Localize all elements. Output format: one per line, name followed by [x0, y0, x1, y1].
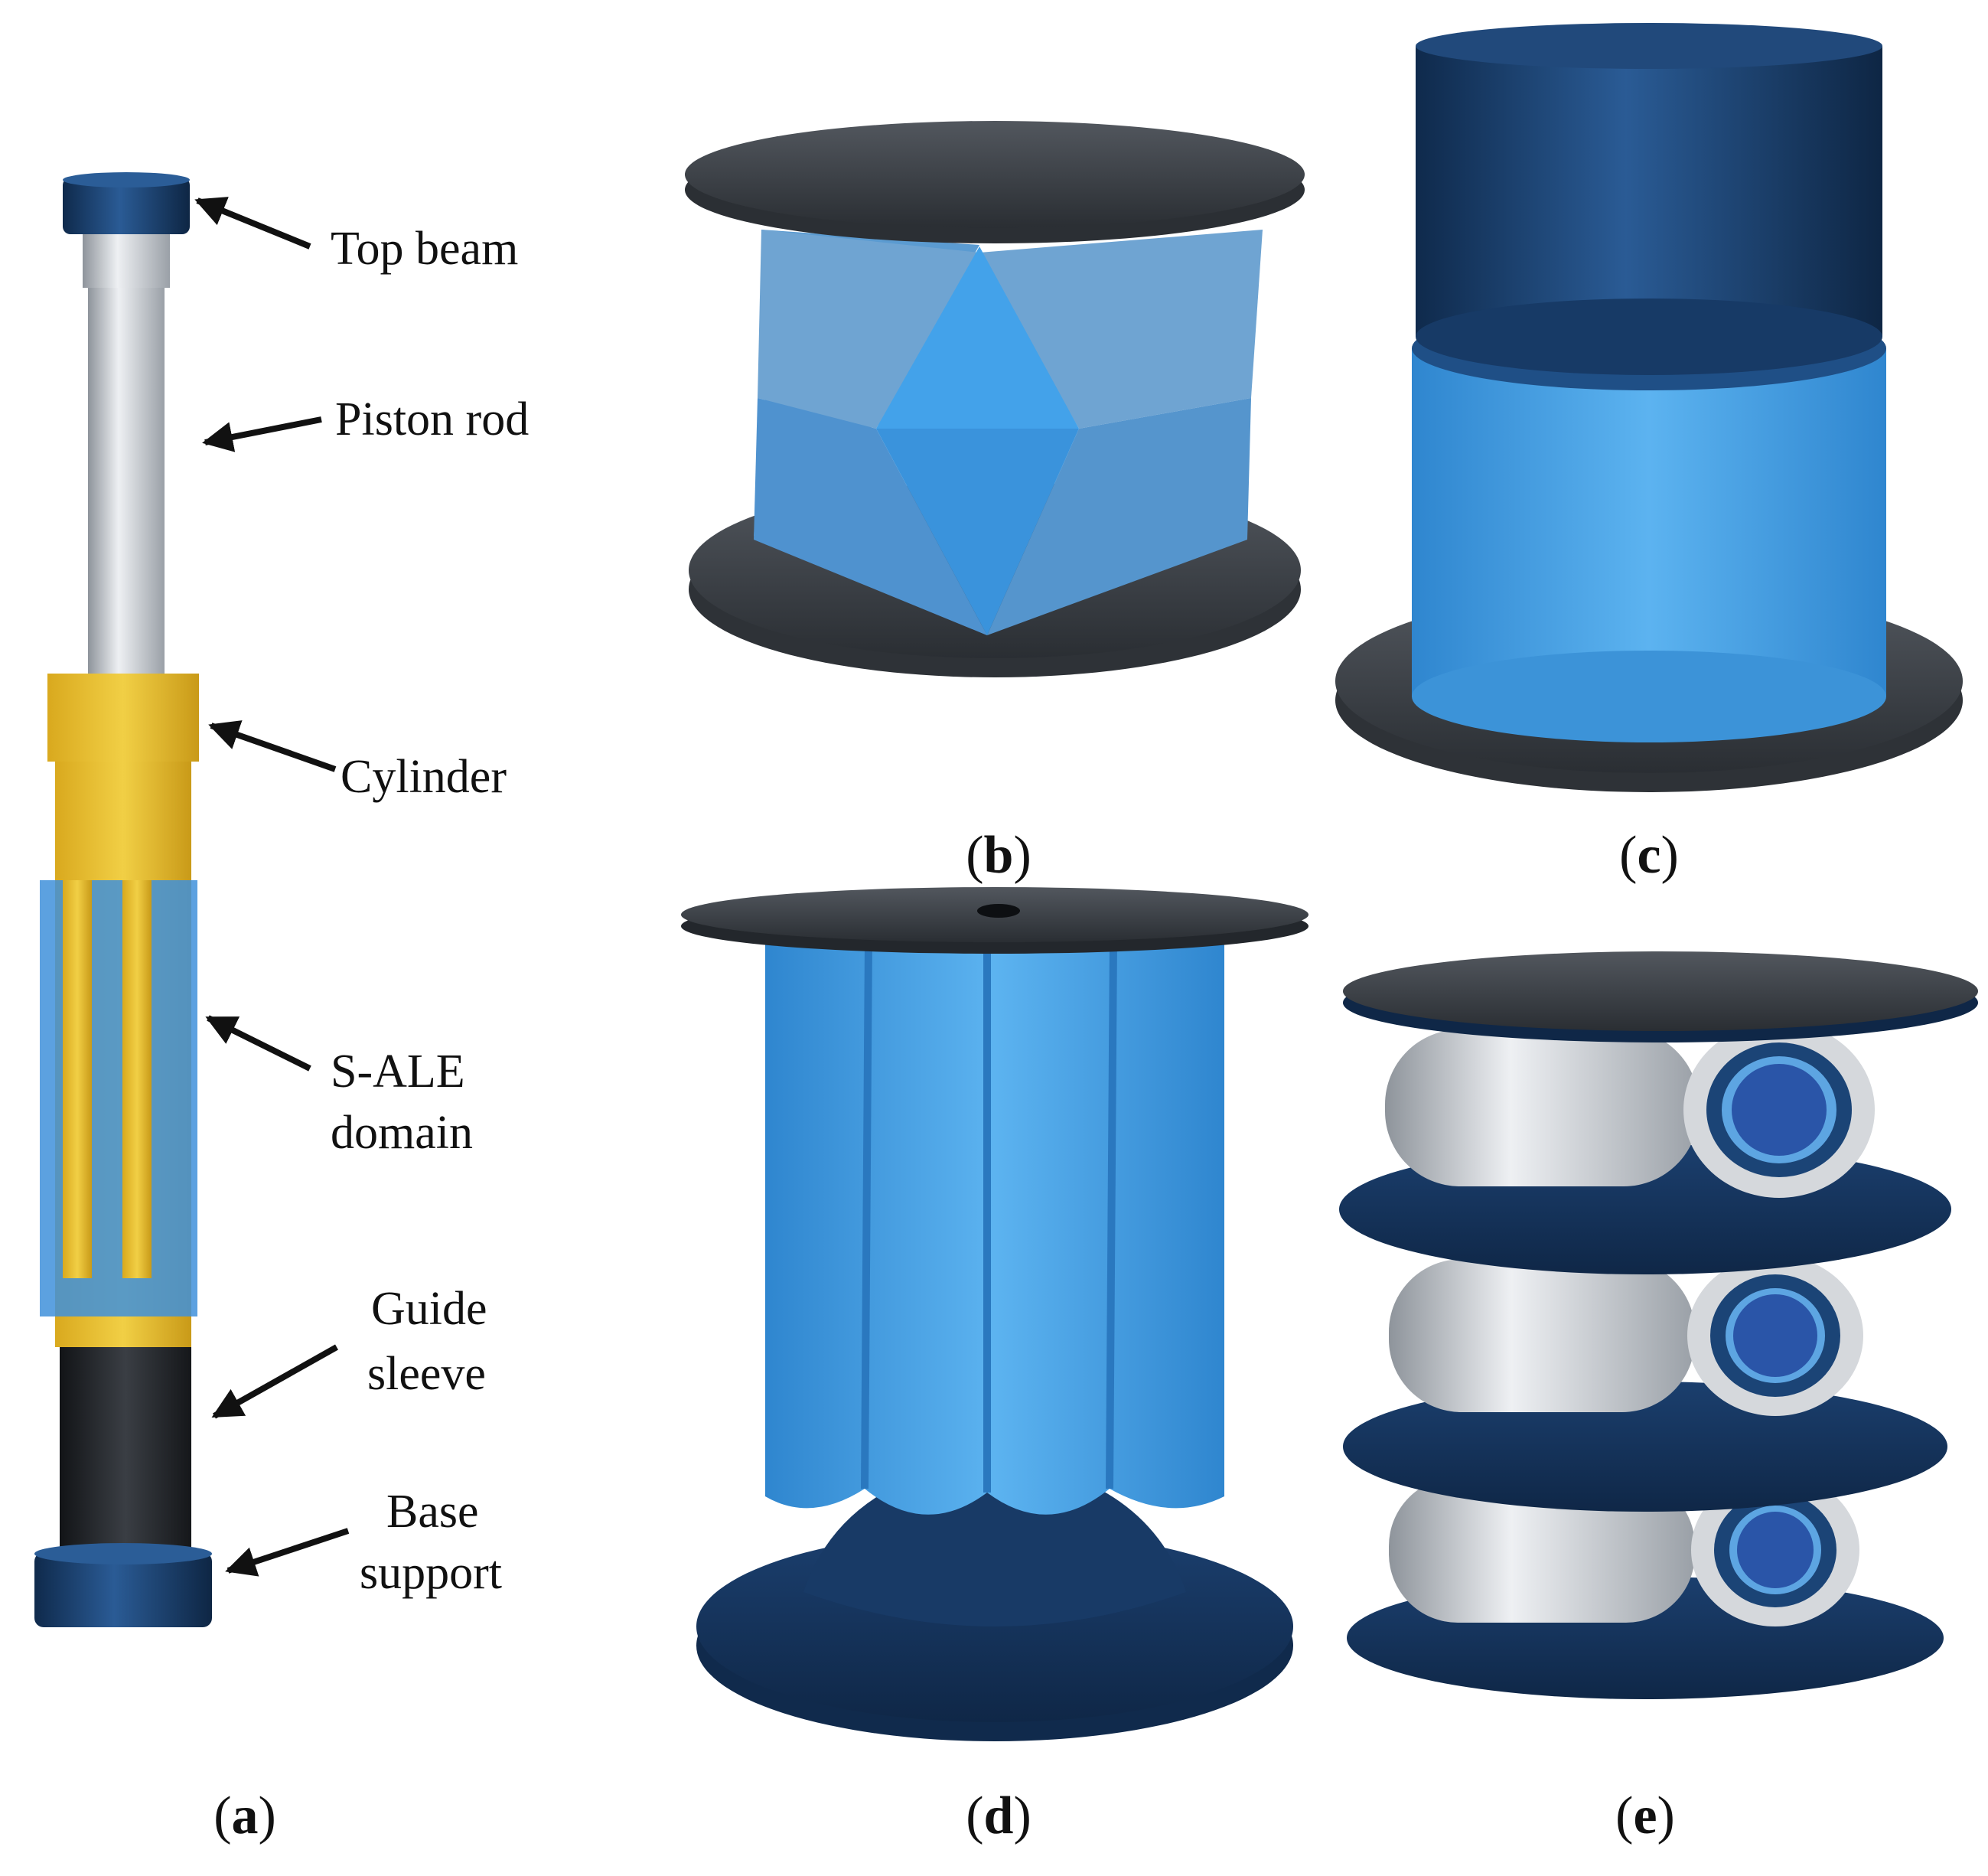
c-upper-cylinder-top — [1416, 23, 1882, 69]
c-upper-cylinder — [1416, 46, 1882, 337]
caption-d: (d) — [966, 1786, 1031, 1845]
e-plate-1 — [1343, 951, 1978, 1031]
b-diamond-lower — [876, 429, 1079, 635]
caption-e: (e) — [1615, 1786, 1675, 1845]
label-piston-rod: Piston rod — [335, 393, 529, 445]
d-flute-line-1 — [861, 941, 872, 1489]
b-top-plate — [685, 121, 1305, 228]
arrow-top-beam — [194, 197, 311, 250]
caption-b: (b) — [966, 826, 1031, 885]
panel-c: (c) — [1335, 23, 1963, 885]
label-guide-line2: sleeve — [367, 1348, 486, 1400]
c-upper-cylinder-bottom — [1416, 299, 1882, 375]
label-sale-line2: domain — [331, 1107, 473, 1159]
e-tube-row-2 — [1389, 1255, 1863, 1416]
b-body-front-right — [987, 398, 1251, 635]
c-lower-cylinder-bottom — [1412, 651, 1886, 742]
top-beam-top-face — [63, 172, 190, 188]
guide-sleeve-part — [60, 1347, 191, 1552]
e-tube-row-3 — [1389, 1473, 1859, 1626]
b-body-front-left — [754, 398, 987, 635]
label-sale-line1: S-ALE — [331, 1046, 465, 1098]
arrow-cylinder — [208, 720, 337, 772]
d-fluted-tube — [765, 934, 1224, 1515]
b-body-back-right — [979, 230, 1263, 429]
panel-a: Top beam Piston rod Cylinder S-ALE domai… — [34, 172, 529, 1845]
base-support-top-face — [34, 1543, 212, 1564]
panel-b: (b) — [685, 121, 1305, 885]
c-lower-cylinder — [1412, 348, 1886, 697]
d-top-hole — [977, 904, 1020, 918]
sale-domain-right-slot — [122, 880, 152, 1278]
arrow-guide-sleeve — [211, 1344, 338, 1419]
piston-rod-neck — [83, 234, 170, 288]
d-flute-line-3 — [1106, 941, 1117, 1489]
arrow-sale-domain — [205, 1015, 311, 1072]
e-plate-3 — [1343, 1382, 1947, 1512]
label-base-line1: Base — [386, 1486, 479, 1538]
arrow-base-support — [225, 1528, 350, 1577]
panel-e: (e) — [1339, 951, 1978, 1845]
b-body-back-left — [758, 230, 979, 429]
e-tube-row-1 — [1385, 1022, 1875, 1198]
caption-a: (a) — [213, 1786, 276, 1845]
base-support-part — [34, 1552, 212, 1627]
piston-rod-part — [88, 234, 165, 674]
cylinder-lower — [55, 1316, 191, 1347]
caption-c: (c) — [1619, 826, 1679, 885]
arrow-piston-rod — [202, 416, 322, 452]
label-guide-line1: Guide — [371, 1283, 487, 1335]
sale-domain-left-slot — [63, 880, 92, 1278]
label-cylinder: Cylinder — [341, 751, 507, 803]
cylinder-head — [47, 674, 199, 762]
b-diamond-upper — [876, 246, 1079, 429]
label-top-beam: Top beam — [331, 223, 518, 275]
top-beam-part — [63, 178, 190, 234]
panel-d: (d) — [681, 887, 1308, 1845]
label-base-line2: support — [360, 1547, 502, 1599]
